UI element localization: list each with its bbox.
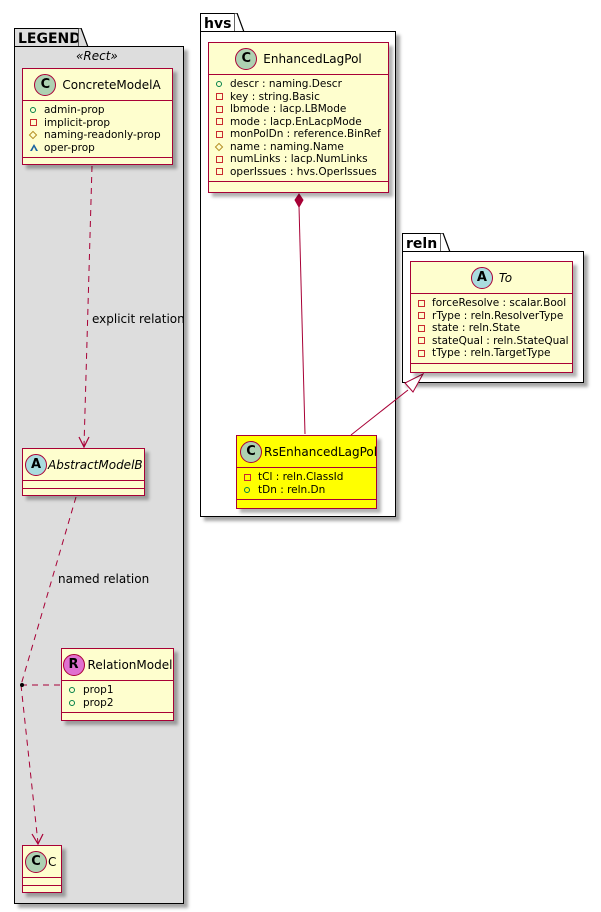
composition-diamond (294, 193, 304, 209)
private-visibility-icon (418, 337, 429, 344)
explicit-relation-label: explicit relation (92, 312, 185, 326)
private-visibility-icon (244, 474, 255, 481)
private-visibility-icon (418, 350, 429, 357)
public-visibility-icon (30, 107, 41, 113)
attribute: rType : reln.ResolverType (418, 310, 566, 323)
attribute: monPolDn : reference.BinRef (216, 128, 382, 141)
attribute: name : naming.Name (216, 141, 382, 154)
abstract-badge-icon: A (25, 453, 47, 476)
private-visibility-icon (216, 93, 227, 100)
private-visibility-icon (216, 168, 227, 175)
named-relation-line-lower (20, 684, 39, 844)
class-badge-icon: C (235, 47, 258, 70)
protected-visibility-icon (216, 144, 227, 150)
attribute: tCl : reln.ClassId (244, 471, 370, 484)
explicit-relation-arrowhead (78, 436, 90, 449)
public-visibility-icon (69, 687, 80, 693)
association-junction-dot (20, 683, 24, 687)
class-concrete-model-a[interactable]: C ConcreteModelA admin-prop implicit-pro… (22, 68, 173, 165)
class-enhanced-lag-pol[interactable]: C EnhancedLagPol descr : naming.Descr ke… (208, 42, 389, 193)
private-visibility-icon (216, 106, 227, 113)
public-visibility-icon (244, 487, 255, 493)
class-badge-icon: C (240, 440, 262, 463)
legend-package-tab: LEGEND (14, 28, 81, 47)
attribute: tType : reln.TargetType (418, 347, 566, 360)
attribute: stateQual : reln.StateQual (418, 335, 569, 348)
attribute: prop1 (69, 684, 167, 697)
attribute: key : string.Basic (216, 91, 382, 104)
named-relation-label: named relation (58, 572, 150, 586)
public-visibility-icon (69, 700, 80, 706)
private-visibility-icon (418, 300, 429, 307)
attribute: prop2 (69, 697, 167, 710)
composition-line (298, 205, 306, 435)
private-visibility-icon (30, 119, 41, 126)
named-relation-arrowhead (31, 833, 44, 846)
class-name: ConcreteModelA (62, 77, 161, 92)
class-badge-icon: C (25, 850, 47, 873)
class-abstract-model-b[interactable]: A AbstractModelB (22, 448, 145, 496)
protected-visibility-icon (30, 132, 41, 138)
attribute: numLinks : lacp.NumLinks (216, 153, 382, 166)
class-to[interactable]: A To forceResolve : scalar.Bool rType : … (410, 261, 573, 373)
class-name: RelationModel (87, 657, 173, 672)
class-name: C (48, 854, 57, 869)
class-badge-icon: C (34, 73, 57, 96)
reln-package-label: reln (406, 236, 438, 252)
hvs-package-label: hvs (204, 16, 232, 32)
class-c[interactable]: C C (22, 845, 62, 893)
explicit-relation-line (83, 165, 93, 447)
attribute: naming-readonly-prop (30, 129, 166, 142)
attribute: operIssues : hvs.OperIssues (216, 166, 382, 179)
attribute: tDn : reln.Dn (244, 484, 370, 497)
class-relation-model[interactable]: R RelationModel prop1 prop2 (61, 648, 174, 721)
relation-badge-icon: R (62, 653, 85, 676)
generalization-triangle (404, 372, 425, 393)
private-visibility-icon (418, 312, 429, 319)
attribute: admin-prop (30, 104, 166, 117)
attribute: implicit-prop (30, 117, 166, 130)
legend-stereotype: «Rect» (76, 49, 118, 63)
class-name: EnhancedLagPol (263, 51, 362, 66)
private-visibility-icon (216, 156, 227, 163)
class-rs-enhanced-lag-pol[interactable]: C RsEnhancedLagPol tCl : reln.ClassId tD… (236, 435, 377, 509)
attribute: lbmode : lacp.LBMode (216, 103, 382, 116)
attribute: forceResolve : scalar.Bool (418, 297, 566, 310)
attribute: descr : naming.Descr (216, 78, 382, 91)
private-visibility-icon (216, 118, 227, 125)
class-name: To (498, 270, 513, 285)
attribute: mode : lacp.EnLacpMode (216, 116, 382, 129)
attribute: state : reln.State (418, 322, 566, 335)
hvs-package-tab: hvs (200, 13, 236, 32)
private-visibility-icon (418, 325, 429, 332)
generalization-line (350, 389, 409, 436)
package-visibility-icon (30, 144, 41, 152)
class-name: RsEnhancedLagPol (264, 444, 378, 459)
class-name: AbstractModelB (48, 457, 143, 472)
attribute: oper-prop (30, 142, 166, 155)
public-visibility-icon (216, 81, 227, 87)
legend-package-label: LEGEND (18, 31, 81, 47)
abstract-badge-icon: A (470, 266, 493, 289)
private-visibility-icon (216, 131, 227, 138)
